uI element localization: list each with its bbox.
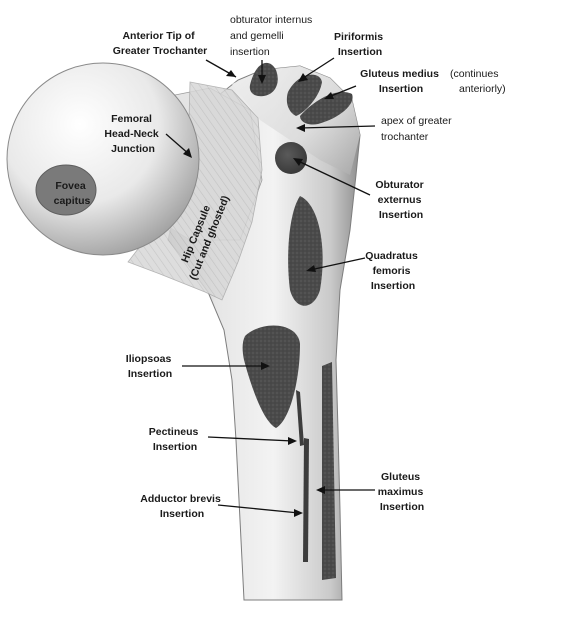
label-anterior-tip: Anterior Tip of Greater Trochanter bbox=[113, 30, 237, 78]
label-piriformis: Piriformis Insertion bbox=[298, 31, 386, 82]
label-gluteus-maximus: Gluteus maximus Insertion bbox=[316, 471, 426, 513]
fovea-capitis bbox=[35, 164, 97, 216]
svg-text:Iliopsoas Insertion: Iliopsoas Insertion bbox=[126, 353, 174, 380]
label-fovea: Fovea capitus bbox=[54, 180, 91, 207]
insertion-footprints bbox=[242, 62, 353, 580]
obturator-externus-insertion bbox=[275, 142, 307, 174]
label-obturator-internus: obturator internus and gemelli insertion bbox=[230, 14, 315, 84]
svg-text:Quadratus femoris: Quadratus femoris Insertion bbox=[365, 250, 420, 292]
piriformis-insertion bbox=[286, 74, 322, 116]
svg-text:Anterior Tip of Greater: Anterior Tip of Greater Trochanter bbox=[113, 30, 208, 57]
svg-text:obturator internus and g: obturator internus and gemelli insertion bbox=[230, 14, 315, 58]
label-apex: apex of greater trochanter bbox=[296, 115, 455, 143]
svg-text:Piriformis Insertion: Piriformis Insertion bbox=[334, 31, 386, 58]
svg-text:Adductor brevis Insertio: Adductor brevis Insertion bbox=[140, 493, 223, 520]
label-head-neck-junction: Femoral Head-Neck Junction bbox=[104, 113, 192, 158]
svg-text:Gluteus medius Insertion: Gluteus medius Insertion bbox=[360, 68, 442, 95]
svg-text:Femoral Head-Neck: Femoral Head-Neck Junction bbox=[104, 113, 161, 155]
label-iliopsoas: Iliopsoas Insertion bbox=[126, 353, 270, 380]
label-obturator-externus: Obturator externus Insertion bbox=[293, 158, 426, 221]
svg-text:(continues anteriorly): (continues anteriorly) bbox=[450, 68, 506, 95]
iliopsoas-insertion bbox=[242, 325, 300, 428]
gluteus-medius-insertion bbox=[300, 92, 353, 125]
pectineus-insertion bbox=[296, 390, 304, 446]
label-gluteus-medius: Gluteus medius Insertion (continues ante… bbox=[324, 68, 506, 99]
quadratus-femoris-insertion bbox=[288, 196, 323, 306]
svg-text:Pectineus Insertion: Pectineus Insertion bbox=[149, 426, 202, 453]
svg-text:apex of greater trochant: apex of greater trochanter bbox=[381, 115, 455, 143]
svg-text:Fovea capitus: Fovea capitus bbox=[54, 180, 91, 207]
label-pectineus: Pectineus Insertion bbox=[149, 426, 297, 453]
svg-text:Gluteus maximus In: Gluteus maximus Insertion bbox=[378, 471, 426, 513]
adductor-brevis-insertion bbox=[303, 438, 309, 562]
femoral-head bbox=[6, 62, 200, 256]
gluteus-maximus-insertion bbox=[322, 362, 336, 580]
label-quadratus-femoris: Quadratus femoris Insertion bbox=[306, 250, 420, 292]
svg-text:Obturator externus: Obturator externus Insertion bbox=[375, 179, 426, 221]
label-adductor-brevis: Adductor brevis Insertion bbox=[140, 493, 303, 520]
